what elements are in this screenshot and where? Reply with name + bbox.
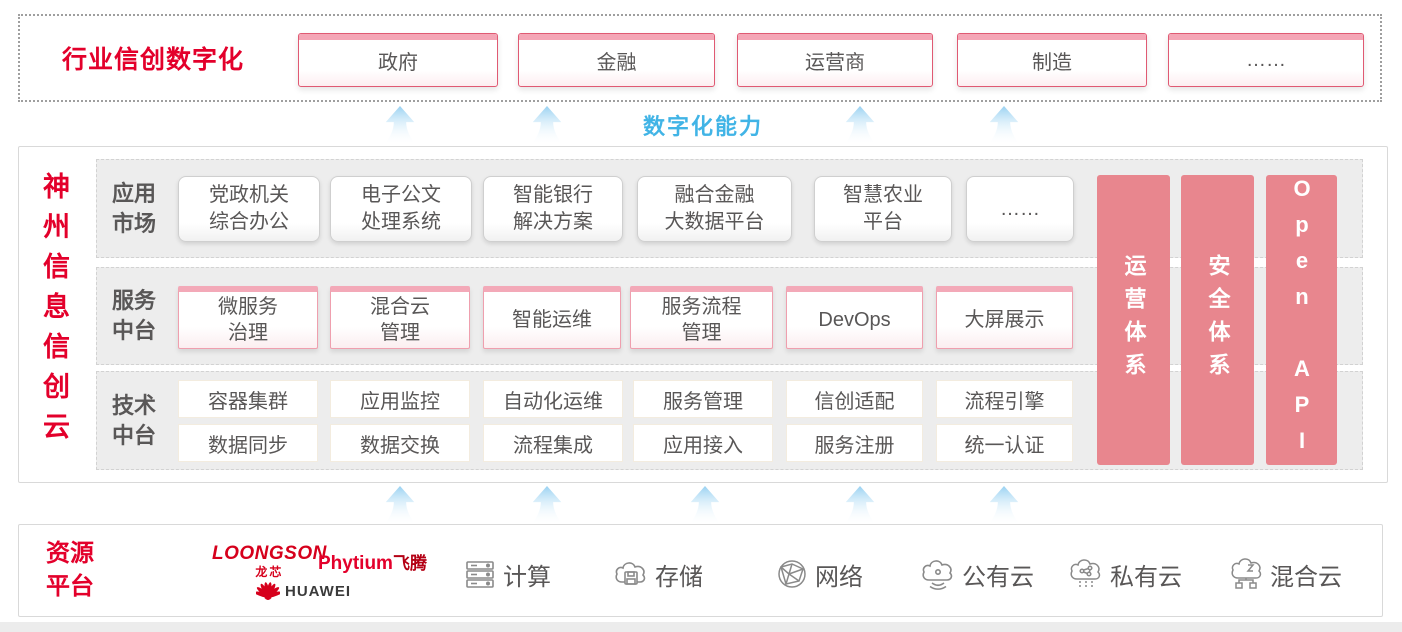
hybrid-cloud-icon [1231,558,1262,589]
industry-box-government: 政府 [298,33,498,87]
up-arrow-icon [839,486,881,524]
platform-vertical-title: 神州信息信创云 [39,172,69,452]
capability-label: 数字化能力 [642,114,763,139]
industry-box-operator: 运营商 [737,33,933,87]
tech-box-container-cluster: 容器集群 [178,380,318,418]
huawei-logo-text: HUAWEI [285,582,351,600]
app-box-more: …… [966,176,1074,242]
phytium-logo-cn: 飞腾 [392,554,427,573]
resource-item-hybrid-cloud: 混合云 [1228,552,1342,596]
pillar-security-system: 安全体系 [1181,175,1254,465]
service-box-dashboard: 大屏展示 [936,286,1073,349]
phytium-logo: Phytium 飞腾 [318,549,427,575]
resource-platform-label: 资源 平台 [46,540,94,600]
app-box-finance-bigdata: 融合金融 大数据平台 [637,176,792,242]
tech-box-app-access: 应用接入 [633,424,773,462]
loongson-logo-text: LOONGSON [212,543,327,564]
service-platform-label: 服务 中台 [111,288,156,343]
tech-box-service-registry: 服务注册 [786,424,923,462]
app-box-edoc-system: 电子公文 处理系统 [330,176,472,242]
app-box-smart-banking: 智能银行 解决方案 [483,176,623,242]
up-arrow-icon [983,106,1025,144]
up-arrow-icon [839,106,881,144]
service-box-smart-ops: 智能运维 [483,286,621,349]
resource-item-label: 私有云 [1110,563,1182,591]
app-market-label: 应用 市场 [111,180,156,236]
service-box-microservice: 微服务 治理 [178,286,318,349]
service-box-service-flow: 服务流程 管理 [630,286,773,349]
resource-item-label: 网络 [815,563,863,591]
up-arrow-icon [526,486,568,524]
pillar-operation-system: 运营体系 [1097,175,1170,465]
tech-box-unified-auth: 统一认证 [936,424,1073,462]
tech-box-auto-ops: 自动化运维 [483,380,623,418]
loongson-logo-cn: 龙芯 [255,565,284,579]
resource-item-label: 混合云 [1270,563,1342,591]
tech-platform-label: 技术 中台 [111,392,156,448]
resource-item-private-cloud: 私有云 [1068,552,1182,596]
resource-item-label: 存储 [655,563,703,591]
up-arrow-icon [526,106,568,144]
up-arrow-icon [379,486,421,524]
app-box-gov-office: 党政机关 综合办公 [178,176,320,242]
resource-item-compute: 计算 [463,552,551,596]
bottom-divider [0,622,1402,632]
industry-banner-title: 行业信创数字化 [62,46,245,74]
industry-box-finance: 金融 [518,33,715,87]
loongson-logo: LOONGSON 龙芯 [212,543,327,580]
tech-box-xinchuang-adapt: 信创适配 [786,380,923,418]
resource-item-public-cloud: 公有云 [920,552,1034,596]
tech-box-app-monitor: 应用监控 [330,380,470,418]
tech-box-process-integration: 流程集成 [483,424,623,462]
huawei-logo: HUAWEI [256,580,351,602]
private-cloud-icon [1070,559,1101,588]
service-box-hybrid-cloud-mgmt: 混合云 管理 [330,286,470,349]
tech-box-process-engine: 流程引擎 [936,380,1073,418]
resource-platform-container [18,524,1383,617]
industry-box-manufacturing: 制造 [957,33,1147,87]
compute-server-icon [466,561,494,588]
storage-cloud-icon [615,562,646,585]
pillar-open-api: Open API [1266,175,1337,465]
resource-item-label: 计算 [503,563,551,591]
up-arrow-icon [684,486,726,524]
service-box-devops: DevOps [786,286,923,349]
public-cloud-icon [922,560,953,590]
industry-box-more: …… [1168,33,1364,87]
network-globe-icon [778,560,806,588]
tech-box-data-sync: 数据同步 [178,424,318,462]
tech-box-data-exchange: 数据交换 [330,424,470,462]
tech-box-service-mgmt: 服务管理 [633,380,773,418]
app-box-smart-agriculture: 智慧农业 平台 [814,176,952,242]
huawei-flower-icon [256,582,280,600]
resource-item-network: 网络 [775,552,863,596]
up-arrow-icon [379,106,421,144]
up-arrow-icon [983,486,1025,524]
resource-item-storage: 存储 [613,552,703,596]
phytium-logo-text: Phytium [318,553,393,574]
resource-item-label: 公有云 [962,563,1034,591]
